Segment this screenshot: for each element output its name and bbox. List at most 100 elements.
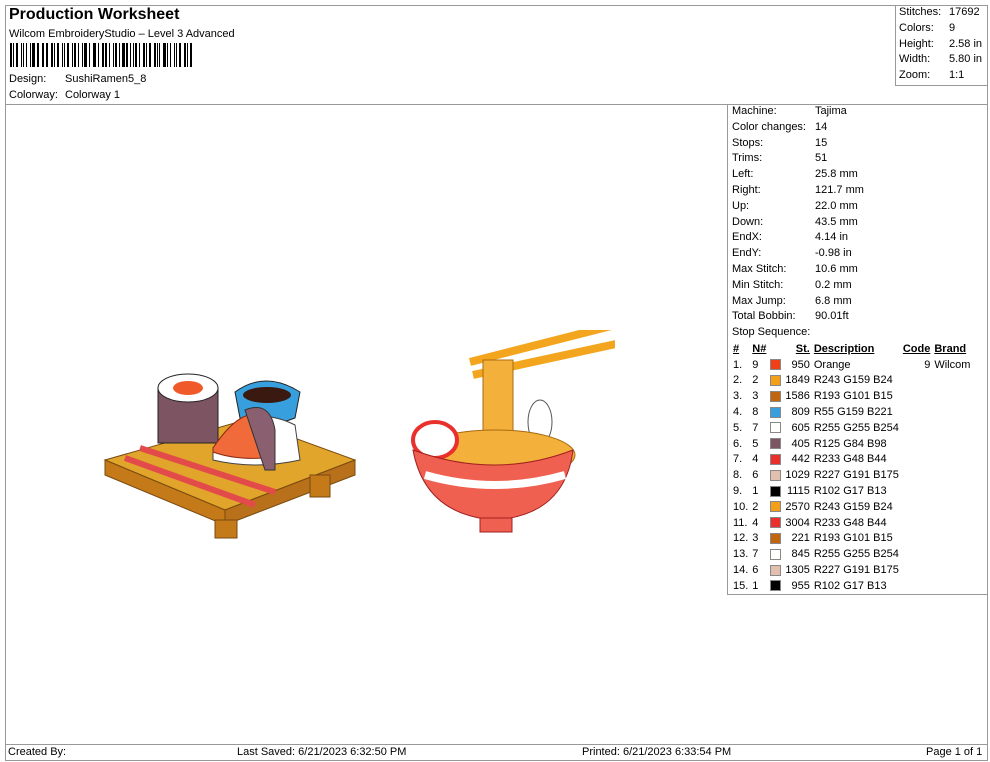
created-by: Created By: (8, 746, 67, 758)
info-label: Max Jump: (732, 294, 786, 307)
color-description: R227 G191 B175 (813, 469, 899, 482)
design-name: SushiRamen5_8 (65, 73, 147, 85)
design-label: Design: (9, 73, 47, 85)
stitch-count: 1029 (785, 469, 810, 482)
info-value: Tajima (815, 105, 847, 117)
color-swatch (768, 467, 783, 483)
stop-row: 1. 9 950 Orange 9 Wilcom (731, 357, 972, 373)
stat-value: 1:1 (949, 69, 965, 82)
color-swatch (768, 357, 783, 373)
stat-label: Zoom: (899, 69, 931, 82)
needle-number: 6 (752, 564, 759, 577)
stitch-count: 950 (791, 358, 810, 371)
info-value: 10.6 mm (815, 263, 858, 275)
info-label: Left: (732, 168, 754, 181)
col-needle: N# (752, 342, 767, 355)
stop-row: 12. 3 221 R193 G101 B15 (731, 531, 972, 547)
color-brand (932, 578, 972, 594)
stitch-count: 845 (791, 548, 810, 561)
color-swatch (768, 578, 783, 594)
color-description: R255 G255 B254 (813, 421, 899, 434)
color-description: R125 G84 B98 (813, 437, 887, 450)
needle-number: 1 (752, 485, 759, 498)
info-label: EndX: (732, 231, 762, 244)
info-label: Right: (732, 184, 761, 196)
info-value: 90.01ft (815, 310, 849, 323)
needle-number: 8 (752, 406, 759, 419)
stop-number: 5. (733, 421, 743, 434)
color-description: R102 G17 B13 (813, 485, 887, 498)
color-description: R55 G159 B221 (813, 406, 893, 419)
info-value: 51 (815, 152, 828, 165)
sushi-board-illustration (103, 373, 357, 539)
info-value: 22.0 mm (815, 199, 858, 212)
color-brand (932, 499, 972, 515)
color-brand (932, 531, 972, 547)
color-swatch (768, 436, 783, 452)
color-description: R233 G48 B44 (813, 453, 887, 466)
needle-number: 4 (752, 516, 759, 529)
color-code (901, 499, 933, 515)
color-swatch (768, 531, 783, 547)
color-code (901, 562, 933, 578)
info-label: EndY: (732, 247, 762, 260)
stop-row: 2. 2 1849 R243 G159 B24 (731, 373, 972, 389)
info-label: Min Stitch: (732, 278, 784, 291)
stop-number: 10. (733, 500, 749, 513)
info-label: Down: (732, 215, 764, 228)
col-swatch (768, 341, 783, 357)
stop-row: 15. 1 955 R102 G17 B13 (731, 578, 972, 594)
stop-row: 4. 8 809 R55 G159 B221 (731, 404, 972, 420)
stop-row: 13. 7 845 R255 G255 B254 (731, 546, 972, 562)
needle-number: 4 (752, 453, 759, 466)
color-description: R227 G191 B175 (813, 564, 899, 577)
color-swatch (768, 515, 783, 531)
stop-row: 14. 6 1305 R227 G191 B175 (731, 562, 972, 578)
color-description: Orange (813, 358, 851, 371)
info-label: Trims: (732, 152, 763, 165)
color-swatch (768, 388, 783, 404)
needle-number: 1 (752, 579, 759, 592)
colorway-label: Colorway: (9, 89, 58, 101)
color-brand (932, 562, 972, 578)
col-code: Code (902, 342, 931, 355)
stitch-count: 405 (791, 437, 810, 450)
header-divider (5, 104, 988, 105)
page-number: Page 1 of 1 (926, 746, 983, 758)
colorway-name: Colorway 1 (65, 89, 121, 101)
software-name: Wilcom EmbroideryStudio – Level 3 Advanc… (9, 28, 235, 40)
color-description: R233 G48 B44 (813, 516, 887, 529)
col-brand: Brand (934, 342, 967, 355)
color-code (901, 452, 933, 468)
color-brand (932, 515, 972, 531)
color-swatch (768, 483, 783, 499)
stop-row: 3. 3 1586 R193 G101 B15 (731, 388, 972, 404)
info-label: Max Stitch: (732, 263, 787, 275)
color-code (901, 546, 933, 562)
color-description: R243 G159 B24 (813, 374, 893, 387)
design-row: Design: SushiRamen5_8 (9, 73, 146, 85)
stat-label: Height: (899, 37, 934, 50)
stop-row: 11. 4 3004 R233 G48 B44 (731, 515, 972, 531)
color-code (901, 388, 933, 404)
color-brand (932, 467, 972, 483)
stitch-count: 3004 (785, 516, 810, 529)
stop-row: 5. 7 605 R255 G255 B254 (731, 420, 972, 436)
stop-number: 12. (733, 532, 749, 545)
needle-number: 6 (752, 469, 759, 482)
stat-value: 9 (949, 21, 956, 34)
color-brand (932, 420, 972, 436)
info-value: 25.8 mm (815, 168, 858, 181)
color-code (901, 531, 933, 547)
color-swatch (768, 404, 783, 420)
col-stitches: St. (795, 342, 810, 355)
stat-label: Colors: (899, 21, 934, 34)
stitch-count: 442 (791, 453, 810, 466)
stop-number: 11. (733, 516, 748, 529)
stat-row: Stitches:17692 (899, 6, 980, 18)
stat-value: 2.58 in (949, 37, 983, 50)
color-code (901, 515, 933, 531)
page-title: Production Worksheet (9, 6, 180, 23)
